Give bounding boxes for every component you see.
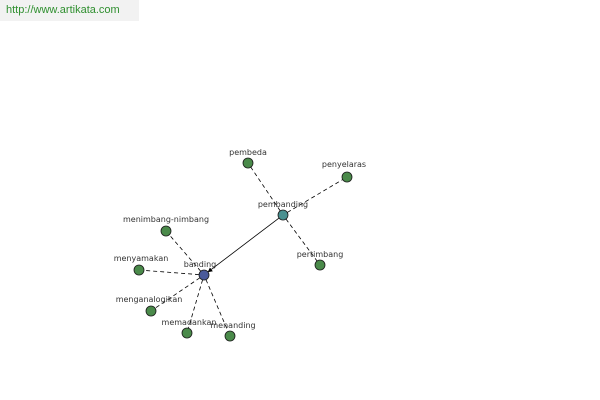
- node-label-pembeda[interactable]: pembeda: [229, 148, 267, 157]
- source-link[interactable]: http://www.artikata.com: [6, 4, 120, 16]
- nodes-layer: [133, 157, 353, 342]
- node-penyelaras[interactable]: [341, 171, 353, 183]
- node-label-menyamakan[interactable]: menyamakan: [114, 254, 169, 263]
- edge-pembanding-penyelaras: [287, 179, 343, 213]
- node-label-memadankan[interactable]: memadankan: [162, 318, 217, 327]
- node-label-menanding[interactable]: menanding: [210, 321, 255, 330]
- node-label-pertimbang[interactable]: pertimbang: [297, 250, 344, 259]
- edge-pembanding-pembeda: [250, 166, 281, 212]
- edge-banding-menganalogikan: [154, 277, 201, 309]
- node-menimbang-nimbang[interactable]: [160, 225, 172, 237]
- node-label-pembanding[interactable]: pembanding: [258, 200, 308, 209]
- labels-layer: banding pembanding pembeda penyelaras pertim…: [114, 148, 366, 330]
- node-label-menimbang-nimbang[interactable]: menimbang-nimbang: [123, 215, 209, 224]
- edge-banding-menanding: [205, 279, 229, 332]
- node-pembeda[interactable]: [242, 157, 254, 169]
- node-label-banding[interactable]: banding: [184, 260, 217, 269]
- edge-pembanding-pertimbang: [285, 218, 318, 262]
- node-banding[interactable]: [198, 269, 210, 281]
- node-menganalogikan[interactable]: [145, 305, 157, 317]
- node-memadankan[interactable]: [181, 327, 193, 339]
- node-label-menganalogikan[interactable]: menganalogikan: [116, 295, 183, 304]
- source-banner: http://www.artikata.com: [0, 0, 139, 21]
- node-pertimbang[interactable]: [314, 259, 326, 271]
- node-menyamakan[interactable]: [133, 264, 145, 276]
- edge-banding-memadankan: [188, 279, 203, 329]
- edge-banding-menyamakan: [143, 269, 200, 276]
- node-pembanding[interactable]: [277, 209, 289, 221]
- edge-banding-menimbang-nimbang: [168, 234, 202, 272]
- node-menanding[interactable]: [224, 330, 236, 342]
- edge-banding-pembanding: [207, 217, 280, 273]
- node-label-penyelaras[interactable]: penyelaras: [322, 160, 366, 169]
- edges-layer: [143, 166, 343, 332]
